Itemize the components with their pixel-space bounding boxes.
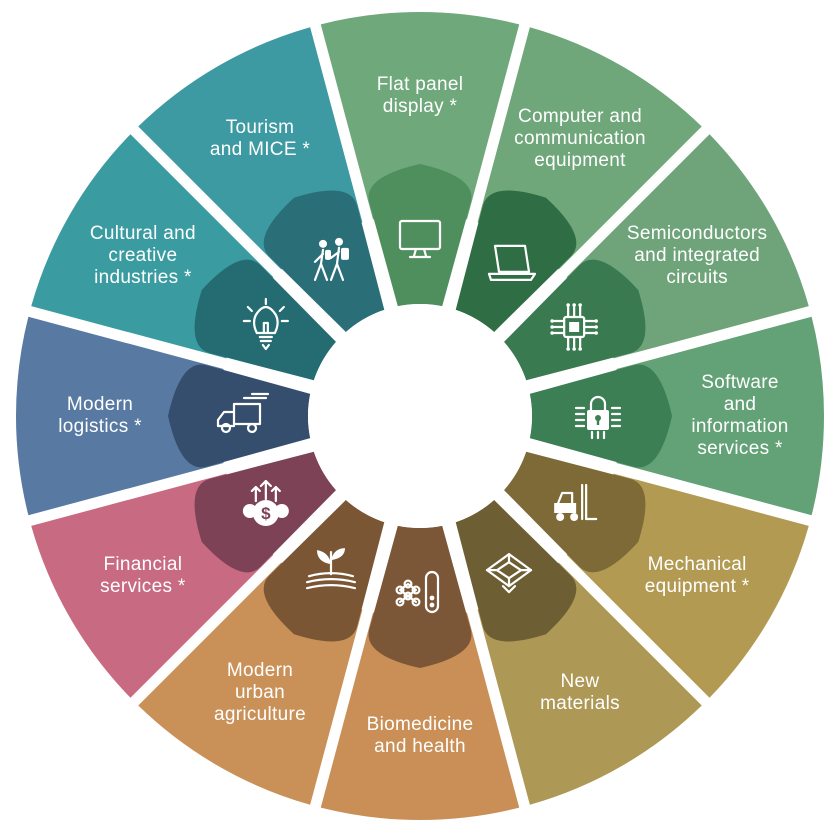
label-new-materials: New materials (540, 671, 620, 715)
truck-icon (216, 392, 270, 434)
plant-field-icon (305, 548, 357, 590)
segment-logistics (15, 316, 224, 516)
label-computer: Computer and communication equipment (514, 105, 646, 171)
label-biomedicine: Biomedicine and health (366, 714, 474, 757)
lightbulb-icon (242, 297, 289, 351)
label-mechanical: Mechanical equipment * (644, 554, 750, 597)
segment-software (616, 316, 824, 516)
segment-inner-logistics (168, 364, 311, 468)
segment-flat-panel (320, 11, 520, 220)
label-logistics: Modern logistics * (58, 394, 142, 437)
segment-inner-flat-panel (368, 164, 472, 307)
hikers-icon (313, 237, 349, 281)
segment-inner-computer (455, 190, 577, 333)
monitor-icon (398, 219, 442, 259)
label-semiconductors: Semiconductors and integrated circuits (626, 223, 768, 288)
label-financial: Financial services * (100, 554, 186, 597)
segment-biomedicine (320, 612, 520, 820)
segment-inner-cultural (194, 259, 337, 381)
label-agriculture: Modern urban agriculture (213, 660, 307, 726)
segment-inner-new-materials (455, 499, 577, 642)
icon-layer: $ (216, 219, 622, 614)
label-tourism: Tourism and MICE * (209, 116, 311, 160)
money-growth-icon: $ (242, 479, 289, 526)
diamond-icon (485, 553, 533, 594)
chip-icon (550, 303, 598, 351)
segment-inner-semiconductors (503, 259, 646, 381)
laptop-icon (487, 244, 537, 281)
segment-inner-agriculture (263, 499, 385, 642)
segment-inner-biomedicine (368, 525, 472, 668)
lock-circuit-icon (574, 395, 622, 440)
label-cultural: Cultural and creative industries * (89, 223, 196, 288)
test-tube-icon (395, 570, 440, 614)
center-hole (308, 304, 532, 528)
forklift-icon (554, 483, 598, 521)
label-software: Software and information services * (691, 372, 789, 459)
svg-text:$: $ (261, 504, 271, 523)
segment-inner-tourism (263, 190, 385, 333)
label-flat-panel: Flat panel display * (376, 74, 464, 117)
